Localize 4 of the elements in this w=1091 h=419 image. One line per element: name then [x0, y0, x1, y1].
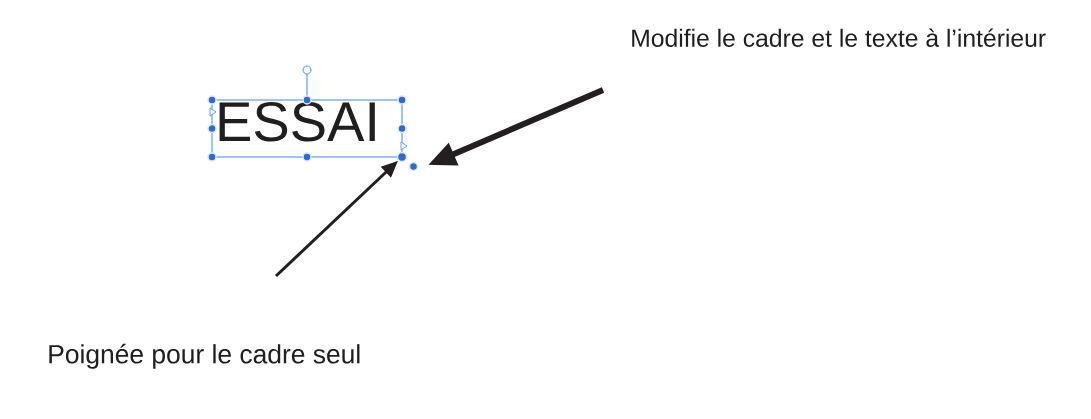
callout-text: Modifie le cadre et le texte à l’intérieur	[632, 28, 1046, 47]
callout-text: Poignée pour le cadre seul	[49, 343, 360, 369]
text-box: ESSAI	[211, 99, 403, 158]
corner-handle	[396, 151, 408, 163]
